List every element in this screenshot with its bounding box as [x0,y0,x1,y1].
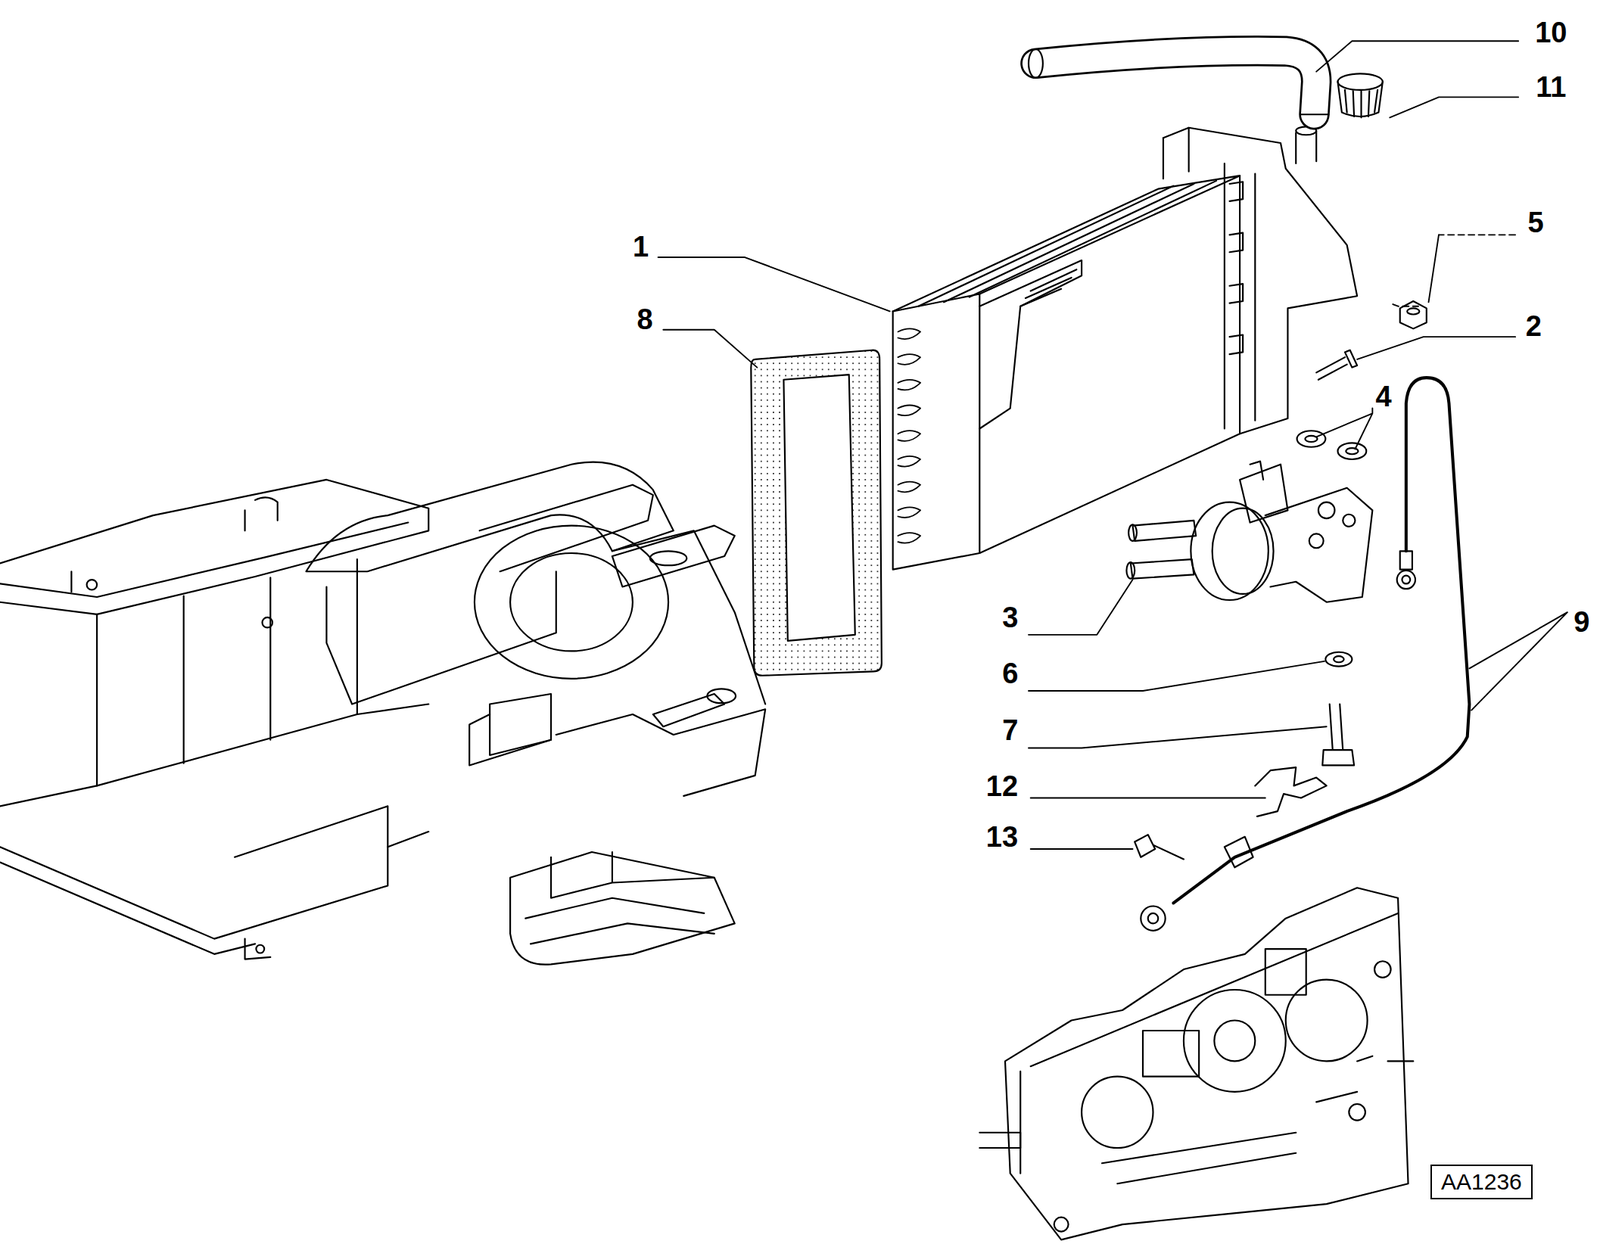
cable [1173,377,1470,903]
heater-housing [0,462,766,965]
callout-number: 7 [1002,715,1018,745]
callout-number: 10 [1534,18,1567,47]
hose [1035,50,1317,115]
callout-number: 11 [1535,72,1566,102]
clip [1254,767,1327,817]
callout-number: 2 [1525,311,1542,341]
callout-number: 1 [632,232,649,262]
control-panel [979,887,1414,1240]
screw [1316,350,1358,380]
callout-number: 9 [1573,607,1590,637]
callout-number: 6 [1002,659,1018,688]
callout-number: 4 [1375,382,1392,411]
nut [1400,301,1427,329]
callout-number: 3 [1002,603,1018,632]
leader-lines [658,40,1568,850]
callout-number: 13 [986,822,1018,852]
drawing-code-box: AA1236 [1430,1164,1533,1200]
callout-number: 5 [1527,208,1544,237]
cap [1338,73,1383,118]
seal-gasket [750,350,882,676]
drawing-code: AA1236 [1441,1170,1523,1194]
bolt [1322,704,1355,766]
callout-number: 8 [636,305,653,334]
screw [1134,834,1184,860]
callout-number: 12 [986,771,1018,801]
heater-core [893,101,1358,570]
water-valve [1126,461,1373,603]
